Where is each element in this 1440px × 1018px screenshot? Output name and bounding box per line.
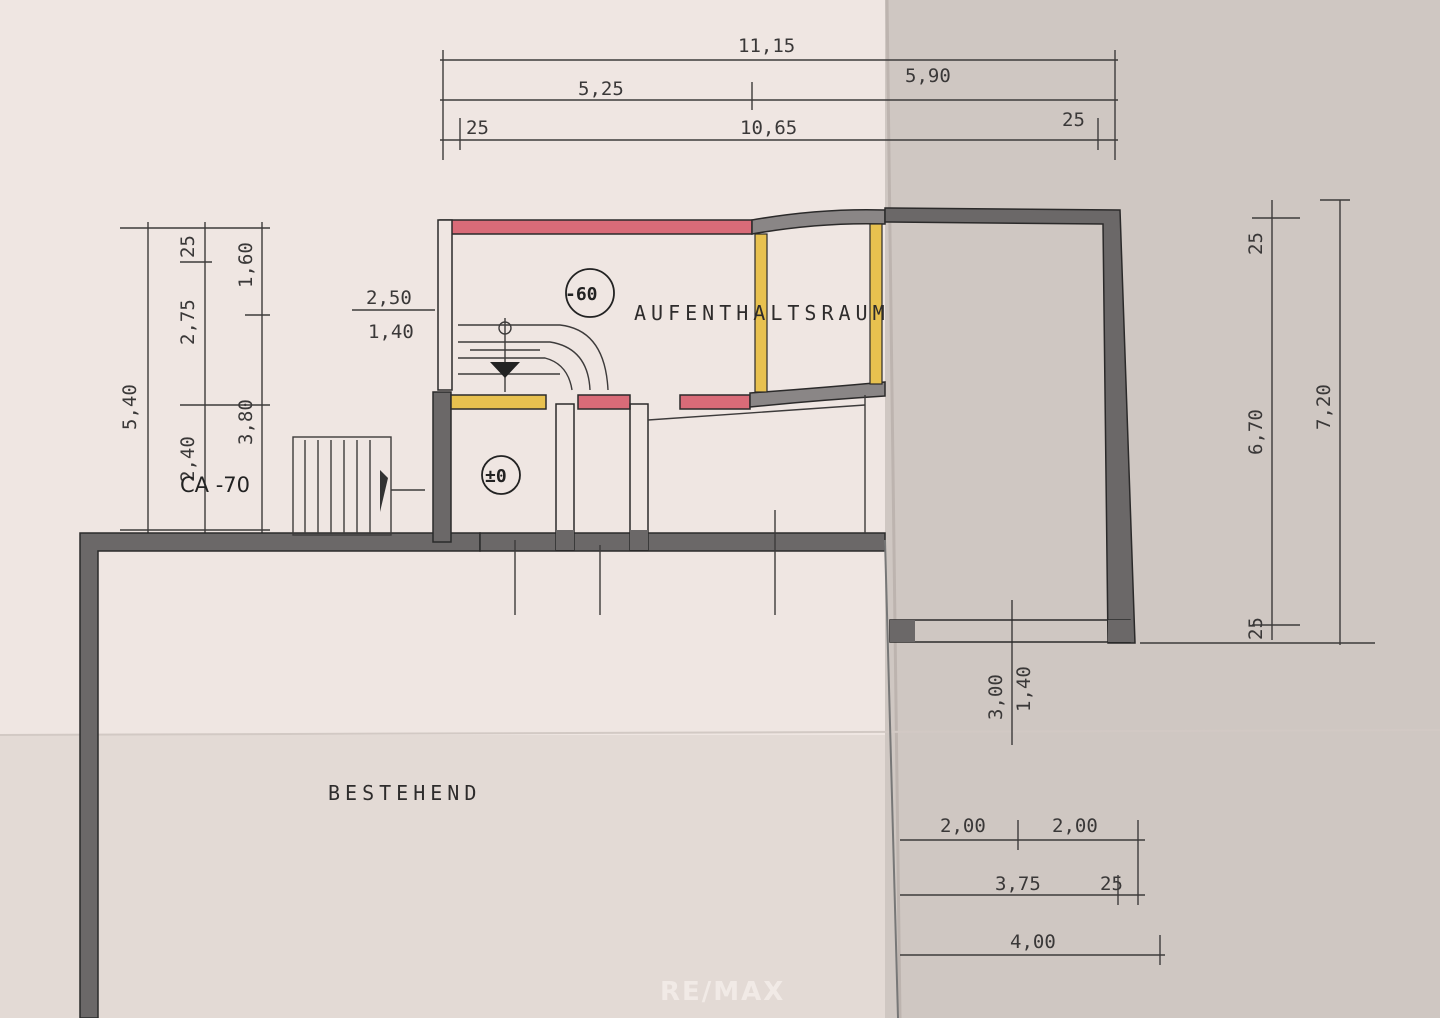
partition-yellow-2 <box>869 223 883 385</box>
wall-top-red <box>439 219 753 235</box>
dim-door-b: 1,40 <box>1013 666 1035 712</box>
dim-bottom-total: 4,00 <box>1010 931 1056 953</box>
level-lower-label: ±0 <box>485 466 507 487</box>
paper-shade-bottom <box>0 735 885 1018</box>
wall-middle-curved <box>749 381 886 408</box>
paper-shade-right <box>885 0 1440 1018</box>
bottom-dimension-chain: 2,00 2,00 3,75 25 4,00 3,00 1,40 <box>900 600 1165 965</box>
dim-top-edge-right: 25 <box>1062 109 1085 131</box>
dim-bottom-c: 3,75 <box>995 873 1041 895</box>
dim-bottom-d: 25 <box>1100 873 1123 895</box>
wall-right-room <box>884 207 1136 644</box>
level-upper-label: -60 <box>565 284 598 305</box>
dim-left-d: 1,60 <box>235 242 257 288</box>
dim-top-left: 5,25 <box>578 78 624 100</box>
interior-stair: 2,50 1,40 <box>352 287 609 392</box>
wall-top-curved <box>751 208 886 235</box>
partition-yellow-1 <box>754 233 768 393</box>
dim-bottom-a: 2,00 <box>940 815 986 837</box>
dim-right-d: 25 <box>1245 617 1267 640</box>
dim-right-b: 6,70 <box>1245 409 1267 455</box>
watermark-logo: RE/MAX <box>660 977 785 1007</box>
dim-left-e: 3,80 <box>235 399 257 445</box>
right-dimension-chain: 25 6,70 7,20 25 <box>1140 199 1375 645</box>
dim-left-a: 25 <box>177 235 199 258</box>
wall-middle-red <box>577 394 631 410</box>
top-dimension-chain: 11,15 5,25 5,90 25 10,65 25 <box>440 35 1118 160</box>
wall-middle-red-2 <box>679 394 751 410</box>
dim-right-a: 25 <box>1245 232 1267 255</box>
dim-bottom-b: 2,00 <box>1052 815 1098 837</box>
wall-left-lower <box>432 391 452 543</box>
level-marker-lower: ±0 <box>481 455 521 495</box>
wall-left-upper <box>437 219 453 391</box>
dim-left-b: 2,75 <box>177 299 199 345</box>
fold-line-vertical <box>885 0 902 1018</box>
dim-right-c: 7,20 <box>1313 384 1335 430</box>
left-dimension-chain: 5,40 25 2,75 2,40 1,60 3,80 <box>119 222 270 535</box>
dim-stair-bottom: 1,40 <box>368 321 414 343</box>
stair-arrow-icon <box>490 362 520 378</box>
room-main-label: AUFENTHALTSRAUM <box>634 301 890 325</box>
ext-stair-arrow-icon <box>380 470 388 512</box>
existing-building: BESTEHEND <box>79 532 899 1018</box>
exterior-stair: CA -70 <box>180 436 425 536</box>
wall-middle-yellow <box>450 394 547 410</box>
room-existing-label: BESTEHEND <box>328 781 481 805</box>
dim-left-total: 5,40 <box>119 384 141 430</box>
extension-walls <box>432 207 1136 644</box>
dim-left-c: 2,40 <box>177 436 199 482</box>
dim-stair-top: 2,50 <box>366 287 412 309</box>
dim-door-a: 3,00 <box>985 674 1007 720</box>
level-marker-upper: -60 <box>565 268 615 318</box>
dim-top-right: 5,90 <box>905 65 951 87</box>
ext-stair-level: CA -70 <box>180 473 250 497</box>
dim-top-inner: 10,65 <box>740 117 797 139</box>
dim-top-total: 11,15 <box>738 35 795 57</box>
fold-line-horizontal <box>0 729 1440 736</box>
dim-top-edge-left: 25 <box>466 117 489 139</box>
